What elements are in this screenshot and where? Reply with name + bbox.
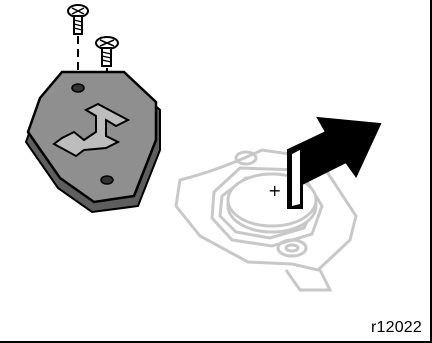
plus-symbol: + xyxy=(268,181,281,200)
screw-icon xyxy=(68,5,88,34)
figure-reference-code: r12022 xyxy=(371,319,422,337)
screw-icon xyxy=(96,37,118,66)
key-cover-plate xyxy=(26,72,160,212)
